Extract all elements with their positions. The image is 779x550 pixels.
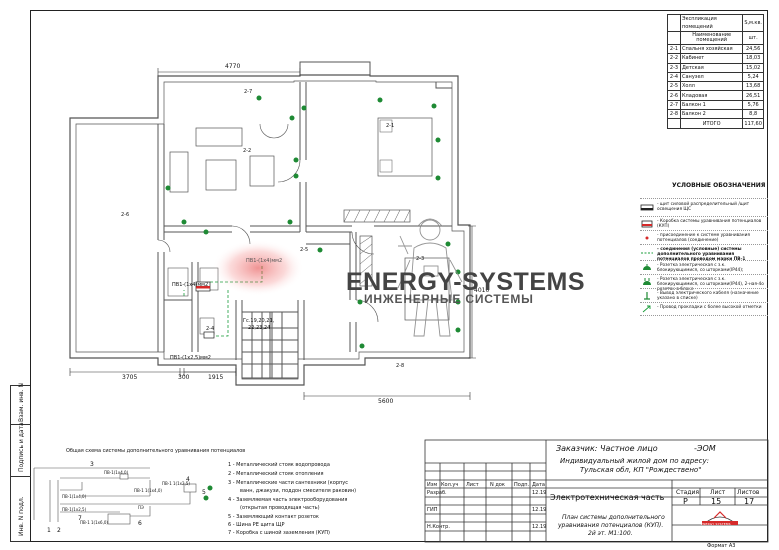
- watermark-subtitle: ИНЖЕНЕРНЫЕ СИСТЕМЫ: [364, 292, 534, 306]
- tb-h-ndok: N док: [490, 482, 505, 488]
- legend-item-conductor: - соединения (условные) системы дополнит…: [640, 244, 768, 262]
- tb-h-podp: Подп.: [514, 482, 530, 488]
- explication-title: Экспликация помещений: [679, 14, 744, 32]
- tb-section: Электротехническая часть: [550, 493, 665, 502]
- legend-item-double-socket: - Розетка электрическая с з.к. блокирующ…: [640, 274, 768, 292]
- scheme-num-5: 5: [202, 489, 206, 496]
- panel-icon: [640, 204, 654, 211]
- stamp-replacement-inv: Взам. инв. N: [18, 383, 25, 422]
- room-label-2-1: 2-1: [386, 123, 395, 129]
- watermark-title: ENERGY-SYSTEMS: [346, 268, 585, 296]
- tb-h-list: Лист: [466, 482, 479, 488]
- scheme-wire-1: ПВ-1(1х4,0): [104, 470, 129, 475]
- legend-item-kup: - Коробка системы уравнивания потенциало…: [640, 216, 768, 231]
- dim-right: 4010: [474, 287, 490, 294]
- tb-sheet-title-2: уравнивания потенциалов (КУП).: [558, 522, 664, 529]
- scheme-wire-2: ПВ-1(1х4,0): [62, 494, 87, 499]
- cable-label-2: ПВ1-(1х2,5)мм2: [170, 355, 211, 361]
- dim-bottom-mid1: 300: [178, 374, 190, 381]
- room-label-2-4: 2-4: [206, 326, 215, 332]
- tb-h-sheets: Листов: [737, 489, 760, 496]
- tb-date1: 12.19: [532, 490, 547, 496]
- dim-top: 4770: [225, 63, 241, 70]
- legend-item-panel: - щит силовой распределительный /щит осв…: [640, 198, 768, 217]
- scheme-wire-4: ПВ-1 1(1х2,5): [162, 481, 190, 486]
- side-stamp: Взам. инв. N Подпись и дата Инв. N подл.: [10, 383, 31, 542]
- stamp-signature-date: Подпись и дата: [18, 422, 25, 472]
- riser-arrow-icon: [642, 305, 651, 313]
- tb-sheet-title-3: 2й эт. М1:100.: [588, 530, 633, 537]
- tb-format: Формат А3: [707, 543, 736, 549]
- scheme-num-7: 7: [78, 515, 82, 522]
- tb-h-stadia: Стадия: [676, 489, 700, 496]
- cable-label-1: ПВ1-(1х4)мм2: [172, 282, 209, 288]
- cable-label-3: ПВ1-(1х4)мм2: [246, 258, 283, 264]
- tb-date3: 12.19: [532, 524, 547, 530]
- tb-sheet-title-1: План системы дополнительного: [562, 514, 665, 521]
- room-label-2-8: 2-8: [396, 363, 405, 369]
- tb-sheet: 15: [711, 497, 722, 506]
- scheme-num-6: 6: [138, 520, 142, 527]
- dashed-line-icon: [641, 252, 653, 254]
- scheme-num-4: 4: [186, 476, 190, 483]
- tb-h-izm: Изм: [427, 482, 438, 488]
- tb-address: Тульская обл, КП "Рождествено": [580, 466, 702, 474]
- socket-icon: [643, 264, 651, 270]
- dim-bottom-mid2: 1915: [208, 374, 224, 381]
- tb-date2: 12.19: [532, 507, 547, 513]
- scheme-wire-3: ПВ-1(1х2,5): [62, 507, 87, 512]
- logo-text: ENERGY SYSTEMS: [701, 521, 731, 526]
- scheme-wire-5: ПВ-1 1(1х6,0): [80, 520, 108, 525]
- scheme-num-1: 1: [47, 527, 51, 534]
- scheme-num-2: 2: [57, 527, 61, 534]
- scheme-num-3: 3: [90, 461, 94, 468]
- tb-gip: ГИП: [427, 507, 438, 513]
- tb-code: -ЭОМ: [694, 444, 716, 453]
- scheme-title: Общая схема системы дополнительного урав…: [66, 448, 246, 454]
- double-socket-icon: [643, 278, 651, 285]
- tb-h-sheet: Лист: [710, 489, 726, 496]
- tb-razrab: Разраб.: [427, 490, 447, 496]
- legend-item-cable-outlet: - Вывод электрического кабеля (назначени…: [640, 288, 768, 303]
- tb-sheets: 17: [744, 497, 755, 506]
- connection-dot-icon: [645, 236, 649, 240]
- kup-box-icon: [641, 220, 653, 228]
- tb-stadia: Р: [683, 497, 688, 506]
- tb-h-data: Дата: [532, 482, 545, 488]
- legend-item-connection: - присоединение к системе уравнивания по…: [640, 230, 768, 245]
- legend-title: УСЛОВНЫЕ ОБОЗНАЧЕНИЯ: [672, 182, 766, 189]
- dim-bottom-left: 3705: [122, 374, 138, 381]
- stair-note-2: 22,23,24: [248, 325, 271, 331]
- scheme-wire-7: ПЭ: [138, 505, 144, 510]
- company-logo: ENERGY SYSTEMS: [700, 508, 740, 526]
- dim-bottom-right: 5600: [378, 398, 394, 405]
- tb-object: Индивидуальный жилой дом по адресу:: [560, 457, 709, 465]
- room-label-2-3: 2-3: [416, 256, 425, 262]
- tb-h-koluch: Кол.уч: [441, 482, 459, 488]
- cable-outlet-icon: [644, 292, 650, 300]
- room-label-2-7: 2-7: [244, 89, 253, 95]
- stair-note-1: Гс.19,20,21,: [243, 318, 275, 324]
- legend-item-socket: - Розетка электрическая с з.к. блокирующ…: [640, 260, 768, 275]
- room-label-2-2: 2-2: [243, 148, 252, 154]
- sheet-frame: [30, 10, 768, 542]
- tb-customer: Заказчик: Частное лицо: [556, 444, 658, 453]
- room-label-2-5: 2-5: [300, 247, 309, 253]
- legend-item-riser: - Провод прокладки с более высокой отмет…: [640, 302, 768, 316]
- room-label-2-6: 2-6: [121, 212, 130, 218]
- tb-nkontr: Н.Контр.: [427, 524, 450, 530]
- stamp-original-inv: Инв. N подл.: [18, 496, 25, 536]
- scheme-wire-6: ПВ-1 1(1х4,0): [134, 488, 162, 493]
